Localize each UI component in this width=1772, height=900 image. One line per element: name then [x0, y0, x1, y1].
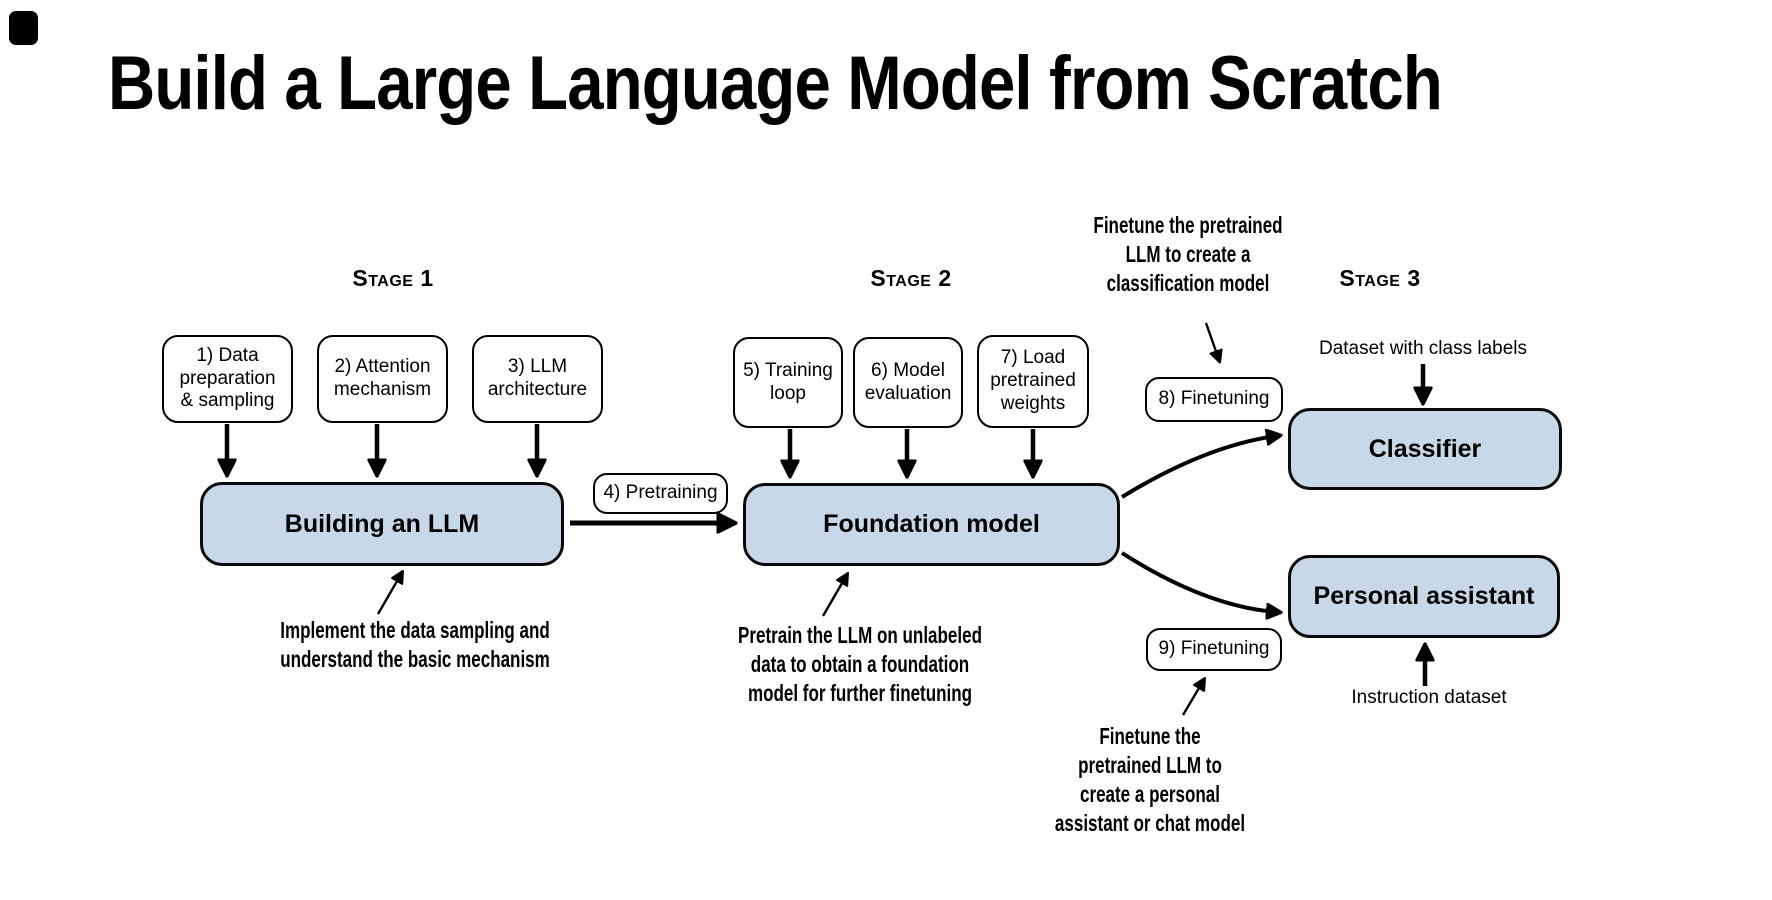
classification-annotation: Finetune the pretrained LLM to create a … — [1093, 212, 1283, 296]
step-box-load-pretrained-weights: 7) Load pretrained weights — [977, 335, 1089, 428]
stage-1-label: Stage 1 — [352, 265, 434, 291]
arrow-implement-note — [376, 576, 400, 615]
building-llm-box: Building an LLM — [200, 482, 564, 566]
step-box-model-evaluation: 6) Model evaluation — [853, 337, 963, 428]
arrow-foundation-to-classifier — [1120, 436, 1276, 499]
step-box-pretraining: 4) Pretraining — [593, 473, 728, 514]
step-box-data-preparation: 1) Data preparation & sampling — [162, 335, 293, 423]
arrow-foundation-to-assistant — [1120, 551, 1276, 612]
step-box-attention-mechanism: 2) Attention mechanism — [317, 335, 448, 423]
step-box-finetuning-9: 9) Finetuning — [1146, 628, 1282, 671]
step-box-llm-architecture: 3) LLM architecture — [472, 335, 603, 423]
instruction-dataset-label: Instruction dataset — [1351, 687, 1507, 708]
step-box-training-loop: 5) Training loop — [733, 337, 843, 428]
arrow-assistant-note — [1181, 683, 1202, 716]
stage-2-label: Stage 2 — [870, 265, 952, 291]
pretrain-annotation: Pretrain the LLM on unlabeled data to ob… — [738, 622, 982, 706]
dataset-with-class-labels-label: Dataset with class labels — [1318, 338, 1528, 359]
arrow-classification-note — [1204, 322, 1218, 357]
arrow-pretrain-note — [821, 578, 845, 617]
stage-3-label: Stage 3 — [1339, 265, 1421, 291]
corner-mark-icon — [9, 11, 38, 45]
page-title: Build a Large Language Model from Scratc… — [108, 41, 1443, 126]
classifier-box: Classifier — [1288, 408, 1562, 490]
assistant-annotation: Finetune the pretrained LLM to create a … — [1054, 723, 1246, 836]
step-box-finetuning-8: 8) Finetuning — [1145, 377, 1283, 422]
personal-assistant-box: Personal assistant — [1288, 555, 1560, 638]
foundation-model-box: Foundation model — [743, 483, 1120, 566]
implement-annotation: Implement the data sampling and understa… — [280, 617, 550, 672]
